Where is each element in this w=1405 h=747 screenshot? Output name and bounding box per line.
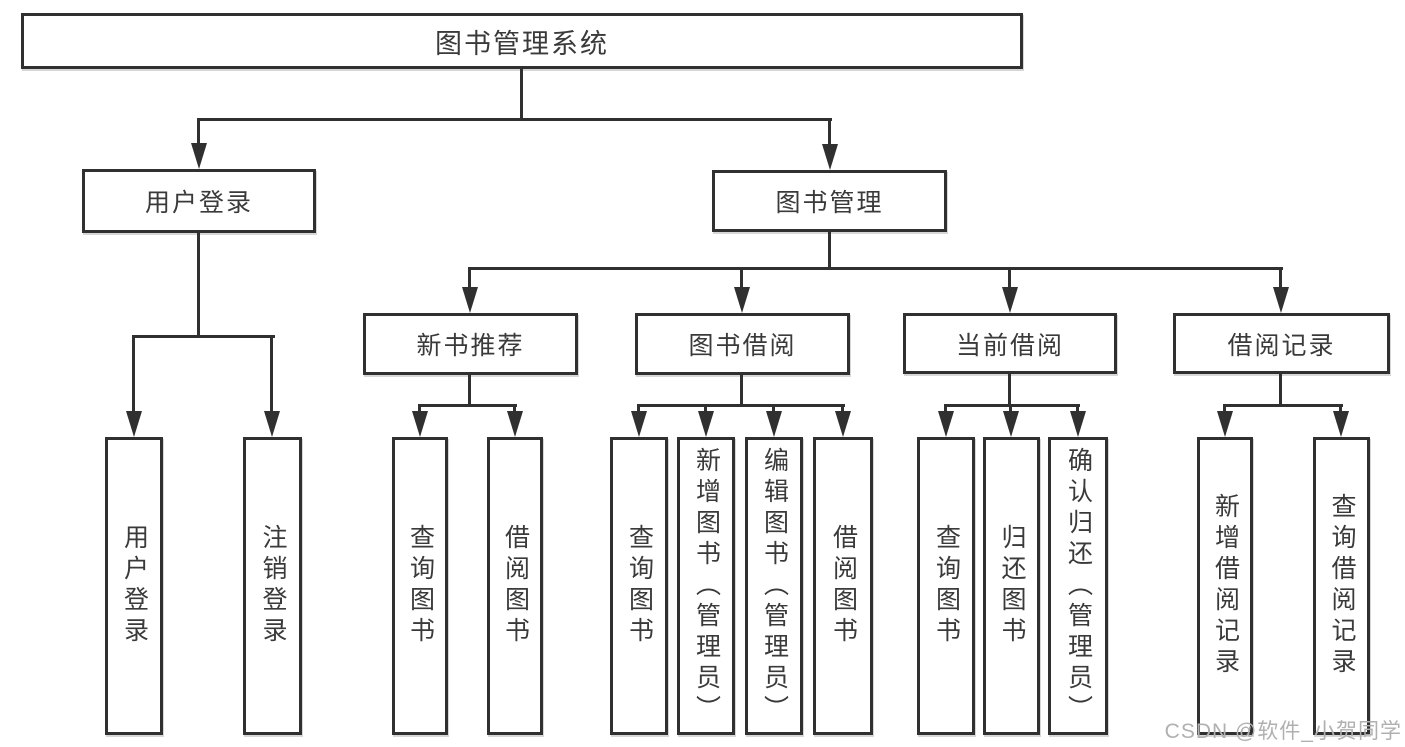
connector-line — [637, 404, 845, 407]
leaf-borrow-books-recommend: 借阅图书 — [487, 437, 543, 735]
node-new-book-recommendation: 新书推荐 — [363, 313, 578, 375]
connector-line — [418, 404, 517, 407]
node-label: 确认归还（管理员） — [1064, 446, 1093, 726]
node-current-borrowing: 当前借阅 — [903, 313, 1117, 374]
connector-line — [828, 232, 831, 270]
connector-line — [270, 335, 273, 420]
leaf-add-borrow-record: 新增借阅记录 — [1197, 437, 1253, 735]
node-user-login: 用户登录 — [82, 169, 316, 233]
connector-line — [132, 335, 135, 420]
node-library-system: 图书管理系统 — [21, 13, 1023, 69]
arrow-down-icon — [1273, 287, 1289, 313]
node-label: 借阅记录 — [1227, 331, 1336, 360]
connector-line — [828, 118, 831, 148]
arrow-down-icon — [835, 411, 851, 437]
node-label: 查询借阅记录 — [1328, 493, 1356, 679]
connector-line — [1223, 404, 1343, 407]
leaf-query-books-recommend: 查询图书 — [392, 437, 448, 735]
leaf-edit-book-admin: 编辑图书（管理员） — [745, 437, 803, 735]
node-label: 借阅图书 — [829, 524, 858, 648]
connector-line — [468, 267, 471, 295]
node-label: 注销登录 — [259, 524, 287, 648]
connector-line — [1008, 374, 1011, 407]
connector-line — [1008, 267, 1011, 295]
connector-line — [1279, 267, 1282, 295]
connector-line — [740, 375, 743, 407]
node-label: 当前借阅 — [955, 331, 1064, 360]
connector-line — [468, 267, 1283, 270]
arrow-down-icon — [734, 287, 750, 313]
node-label: 新增借阅记录 — [1211, 493, 1240, 679]
arrow-down-icon — [1003, 411, 1019, 437]
arrow-down-icon — [462, 287, 478, 313]
node-label: 查询图书 — [932, 524, 961, 648]
node-label: 新书推荐 — [416, 332, 525, 360]
watermark: CSDN @软件_小贺同学 — [1164, 720, 1402, 743]
leaf-logout: 注销登录 — [243, 437, 302, 735]
node-label: 借阅图书 — [501, 524, 530, 648]
connector-line — [740, 267, 743, 295]
leaf-borrow-books-borrowing: 借阅图书 — [813, 437, 873, 735]
arrow-down-icon — [766, 411, 782, 437]
connector-line — [197, 118, 200, 148]
node-label: 查询图书 — [625, 524, 654, 648]
leaf-query-books-borrowing: 查询图书 — [610, 437, 668, 735]
node-label: 图书借阅 — [688, 332, 797, 360]
connector-line — [468, 375, 471, 407]
leaf-confirm-return-admin: 确认归还（管理员） — [1048, 437, 1108, 735]
node-borrowing-records: 借阅记录 — [1173, 313, 1390, 374]
node-label: 图书管理系统 — [435, 28, 609, 59]
arrow-down-icon — [126, 411, 142, 437]
leaf-query-borrow-record: 查询借阅记录 — [1313, 437, 1370, 735]
connector-line — [197, 118, 832, 121]
arrow-down-icon — [1002, 287, 1018, 313]
node-label: 图书管理 — [775, 189, 884, 217]
arrow-down-icon — [631, 411, 647, 437]
arrow-down-icon — [1217, 411, 1233, 437]
arrow-down-icon — [412, 411, 428, 437]
leaf-query-books-current: 查询图书 — [917, 437, 975, 735]
arrow-down-icon — [191, 143, 207, 169]
arrow-down-icon — [1333, 411, 1349, 437]
node-book-management: 图书管理 — [712, 170, 947, 232]
arrow-down-icon — [1070, 411, 1086, 437]
connector-line — [1279, 374, 1282, 407]
node-book-borrowing: 图书借阅 — [635, 313, 850, 375]
leaf-add-book-admin: 新增图书（管理员） — [677, 437, 735, 735]
arrow-down-icon — [822, 144, 838, 170]
node-label: 查询图书 — [406, 524, 435, 648]
leaf-user-login: 用户登录 — [105, 437, 163, 735]
node-label: 编辑图书（管理员） — [760, 446, 789, 726]
node-label: 用户登录 — [120, 524, 149, 648]
arrow-down-icon — [507, 411, 523, 437]
arrow-down-icon — [938, 411, 954, 437]
arrow-down-icon — [264, 411, 280, 437]
node-label: 新增图书（管理员） — [692, 446, 721, 726]
arrow-down-icon — [698, 411, 714, 437]
connector-line — [944, 404, 1080, 407]
node-label: 用户登录 — [144, 189, 253, 217]
connector-line — [197, 233, 200, 338]
connector-line — [132, 335, 275, 338]
leaf-return-book: 归还图书 — [983, 437, 1040, 735]
node-label: 归还图书 — [998, 524, 1026, 648]
connector-line — [520, 69, 523, 121]
